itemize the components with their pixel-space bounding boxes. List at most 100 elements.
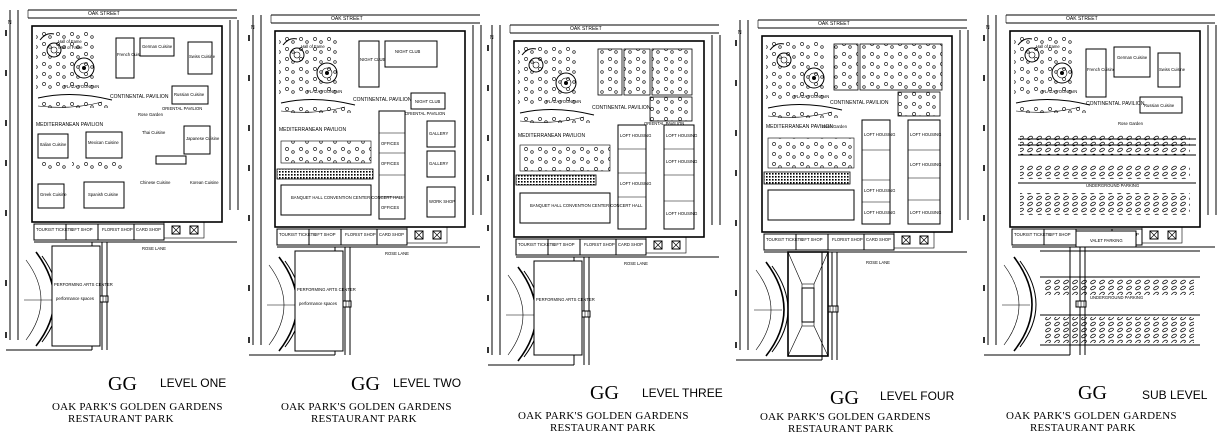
plaza-fountain-label: PLAZA FOUNTAIN [794, 94, 829, 99]
hall-of-fame-label: Hall of Fame [301, 44, 325, 49]
swiss-cuisine-label: Swiss Cuisine [189, 54, 216, 59]
level-four-plan: N OAK STREET PLAZA FOUNTAIN CONTINENTAL … [735, 19, 969, 435]
oriental-pavilion-label: ORIENTAL PAVILION [405, 111, 445, 116]
thai-cuisine-label: Thai Cuisine [142, 130, 166, 135]
plaza-fountain-label: PLAZA FOUNTAIN [546, 99, 581, 104]
continental-pavilion-label: CONTINENTAL PAVILION [1086, 101, 1145, 107]
gift-shop-label: GIFT SHOP [1048, 232, 1071, 237]
offices-label-b: OFFICES [381, 161, 399, 166]
oak-street-label: OAK STREET [818, 21, 850, 27]
loft-housing-label-d: LOFT HOUSING [910, 132, 941, 137]
park-title-line2: RESTAURANT PARK [68, 413, 174, 425]
banquet-hall-label: BANQUET HALL CONVENTION CENTER CONCERT H… [530, 203, 643, 208]
mediterranean-pavilion-label: MEDITERRANEAN PAVILION [518, 133, 585, 139]
florist-shop-label: FLORIST SHOP [345, 232, 376, 237]
hall-of-fame-label: Hall of Fame [58, 39, 82, 44]
gallery-label-b: GALLERY [429, 161, 448, 166]
tourist-tickets-label: TOURIST TICKETS [766, 237, 803, 242]
oak-street-label: OAK STREET [1066, 16, 1098, 22]
level-two-plan: N OAK STREET Hall of Fame PLAZA FOUNTAIN… [248, 14, 482, 425]
park-title-line1: OAK PARK'S GOLDEN GARDENS [1006, 410, 1177, 422]
plaza-fountain-label: PLAZA FOUNTAIN [307, 89, 342, 94]
performing-arts-label: PERFORMING ARTS CENTER [54, 282, 113, 287]
park-title-line2: RESTAURANT PARK [311, 413, 417, 425]
card-shop-label: CARD SHOP [379, 232, 404, 237]
mediterranean-pavilion-label: MEDITERRANEAN PAVILION [279, 127, 346, 133]
park-title-line1: OAK PARK'S GOLDEN GARDENS [52, 401, 223, 413]
gg-logo: GG [108, 373, 137, 395]
park-title-line1: OAK PARK'S GOLDEN GARDENS [760, 411, 931, 423]
mediterranean-pavilion-label: MEDITERRANEAN PAVILION [766, 124, 833, 130]
plaza-fountain-label: PLAZA FOUNTAIN [1042, 89, 1077, 94]
park-title-line2: RESTAURANT PARK [788, 423, 894, 435]
rose-garden-label: Rose Garden [822, 124, 848, 129]
oak-street-label: OAK STREET [570, 26, 602, 32]
tourist-tickets-label: TOURIST TICKETS [518, 242, 555, 247]
level-two-label: LEVEL TWO [393, 376, 461, 390]
loft-housing-label-b: LOFT HOUSING [864, 188, 895, 193]
level-three-label: LEVEL THREE [642, 386, 723, 400]
russian-cuisine-label: Russian Cuisine [1144, 103, 1175, 108]
oriental-pavilion-label: ORIENTAL PAVILION [644, 121, 684, 126]
oak-street-label: OAK STREET [331, 16, 363, 22]
loft-housing-label-f: LOFT HOUSING [910, 210, 941, 215]
night-club-label-c: NIGHT CLUB [415, 99, 440, 104]
loft-housing-label-a: LOFT HOUSING [864, 132, 895, 137]
rose-lane-label: ROSE LANE [624, 261, 648, 266]
sub-level-label: SUB LEVEL [1142, 388, 1208, 402]
rose-lane-label: ROSE LANE [385, 251, 409, 256]
tourist-tickets-label: TOURIST TICKETS [1014, 232, 1051, 237]
greek-cuisine-label: Greek Cuisine [40, 192, 67, 197]
italian-cuisine-label: Italian Cuisine [40, 142, 67, 147]
gg-logo: GG [830, 387, 859, 409]
florist-shop-label: FLORIST SHOP [832, 237, 863, 242]
gift-shop-label: GIFT SHOP [552, 242, 575, 247]
gg-logo: GG [351, 373, 380, 395]
oriental-pavilion-label: ORIENTAL PAVILION [162, 106, 202, 111]
loft-housing-label-a: LOFT HOUSING [620, 133, 651, 138]
park-title-line2: RESTAURANT PARK [550, 422, 656, 434]
gallery-label-a: GALLERY [429, 131, 448, 136]
north-marker: N [738, 30, 742, 36]
card-shop-label: CARD SHOP [866, 237, 891, 242]
night-club-label-b: NIGHT CLUB [395, 49, 420, 54]
gg-logo: GG [1078, 382, 1107, 404]
offices-label-c: OFFICES [381, 205, 399, 210]
japanese-cuisine-label: Japanese Cuisine [186, 136, 220, 141]
underground-parking-label-a: UNDERGROUND PARKING [1086, 183, 1139, 188]
plaza-fountain-label: PLAZA FOUNTAIN [64, 84, 99, 89]
oak-street-label: OAK STREET [88, 11, 120, 17]
performance-spaces-label: performance spaces [56, 296, 94, 301]
loft-housing-label-c: LOFT HOUSING [666, 133, 697, 138]
sub-level-plan: N OAK STREET Hall of Fame PLAZA FOUNTAIN… [983, 14, 1217, 434]
continental-pavilion-label: CONTINENTAL PAVILION [353, 97, 412, 103]
valet-parking-label: VALET PARKING [1090, 238, 1123, 243]
loft-housing-label-e: LOFT HOUSING [910, 162, 941, 167]
gift-shop-label: GIFT SHOP [800, 237, 823, 242]
underground-parking-label-b: UNDERGROUND PARKING [1090, 295, 1143, 300]
rose-garden-label: Rose Garden [138, 112, 164, 117]
german-cuisine-label: German Cuisine [1117, 55, 1148, 60]
rose-lane-label: ROSE LANE [142, 246, 166, 251]
continental-pavilion-label: CONTINENTAL PAVILION [830, 100, 889, 106]
rose-lane-label: ROSE LANE [866, 260, 890, 265]
north-marker: N [986, 25, 990, 31]
performing-arts-label: PERFORMING ARTS CENTER [297, 287, 356, 292]
continental-pavilion-label: CONTINENTAL PAVILION [592, 105, 651, 111]
work-shop-label: WORK SHOP [429, 199, 455, 204]
north-marker: N [490, 35, 494, 41]
north-marker: N [8, 20, 12, 26]
korean-cuisine-label: Korean Cuisine [190, 180, 219, 185]
florist-shop-label: FLORIST SHOP [102, 227, 133, 232]
loft-housing-label-c: LOFT HOUSING [864, 210, 895, 215]
park-title-line1: OAK PARK'S GOLDEN GARDENS [518, 410, 689, 422]
performance-spaces-label: performance spaces [299, 301, 337, 306]
florist-shop-label: FLORIST SHOP [584, 242, 615, 247]
level-three-plan: N OAK STREET PLAZA FOUNTAIN CONTINENTAL … [487, 24, 723, 434]
spanish-cuisine-label: Spanish Cuisine [88, 192, 119, 197]
loft-housing-label-d: LOFT HOUSING [666, 159, 697, 164]
tourist-tickets-label: TOURIST TICKETS [36, 227, 73, 232]
french-cuisine-label: French Cuisine [1087, 67, 1116, 72]
mexican-cuisine-label: Mexican Cuisine [88, 140, 119, 145]
